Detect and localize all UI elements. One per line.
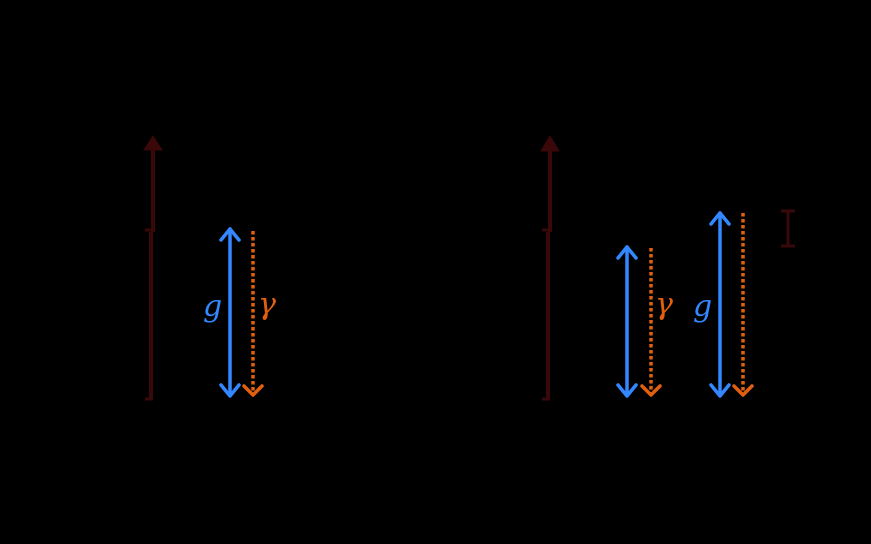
left-g-label: g xyxy=(203,289,223,324)
gamma-decay-arrow-short xyxy=(640,248,662,397)
g-coupling-arrow-long xyxy=(709,211,731,398)
right-gamma-label: γ xyxy=(655,287,673,322)
arrow-down-head-icon xyxy=(616,383,638,398)
arrow-down-head-icon xyxy=(732,384,754,397)
arrow-down-head-icon xyxy=(242,384,264,397)
arrow-down-head-icon xyxy=(219,383,241,398)
right-panel xyxy=(540,135,795,401)
arrow-up-head-icon xyxy=(219,227,241,242)
arrow-up-head-icon xyxy=(709,211,731,226)
right-energy-axis xyxy=(540,135,560,401)
gamma-decay-arrow xyxy=(242,231,264,397)
error-bar-icon xyxy=(781,209,795,248)
arrow-down-head-icon xyxy=(709,383,731,398)
arrow-up-head-icon xyxy=(616,245,638,260)
left-gamma-label: γ xyxy=(258,287,276,322)
left-panel xyxy=(143,135,264,401)
arrow-down-head-icon xyxy=(640,384,662,397)
right-g-label: g xyxy=(693,289,713,324)
g-coupling-arrow-short xyxy=(616,245,638,398)
left-energy-axis xyxy=(143,135,163,401)
g-coupling-arrow xyxy=(219,227,241,398)
gamma-decay-arrow-long xyxy=(732,213,754,397)
